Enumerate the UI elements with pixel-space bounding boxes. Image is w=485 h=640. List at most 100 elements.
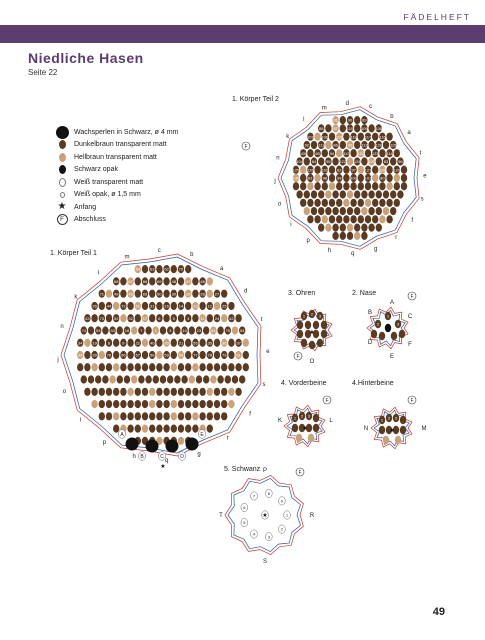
bead — [134, 412, 141, 421]
tail-letter-T: T — [219, 513, 223, 519]
edge-letter-t: t — [420, 150, 422, 156]
bead — [336, 173, 343, 183]
bead — [296, 320, 304, 330]
bead — [185, 289, 192, 298]
bead — [217, 326, 224, 335]
bead — [228, 314, 235, 323]
bead — [213, 399, 221, 409]
bead — [167, 326, 174, 335]
bead — [87, 375, 95, 384]
bead — [113, 338, 120, 347]
bead — [400, 182, 408, 191]
bead-number: 116 — [379, 134, 386, 139]
bead — [399, 415, 407, 425]
bead — [235, 350, 242, 360]
bead — [325, 206, 332, 216]
bead-number: 54 — [240, 328, 245, 333]
bead — [127, 277, 134, 286]
bead — [343, 182, 350, 191]
bead — [300, 311, 308, 321]
bead-number: 42 — [229, 316, 234, 321]
bead — [206, 289, 213, 298]
bead — [372, 132, 379, 141]
bead — [120, 301, 127, 311]
page-subtitle: Seite 22 — [28, 68, 58, 77]
ear-letter-O: O — [310, 359, 315, 365]
bead — [221, 350, 228, 360]
bead — [98, 301, 106, 311]
bead — [199, 338, 206, 347]
bead-number: 43 — [85, 316, 90, 321]
white-bead — [250, 529, 258, 539]
bead — [116, 375, 124, 384]
bead — [221, 301, 228, 311]
bead-number: 38 — [78, 353, 83, 358]
bead-number: 12 — [208, 304, 213, 309]
bead — [304, 329, 312, 339]
bead — [386, 198, 393, 207]
front-legs-label: 4. Vorderbeine — [281, 380, 327, 387]
bead-number: 125 — [293, 167, 300, 172]
tail-letter-R: R — [310, 513, 315, 519]
bead — [113, 412, 120, 421]
bead — [195, 375, 203, 384]
circled-f-icon — [407, 291, 417, 301]
bead — [328, 215, 336, 224]
bead — [199, 289, 206, 298]
bead-number: 9 — [281, 498, 284, 503]
bead — [375, 157, 382, 166]
bead-number: 102 — [321, 167, 328, 172]
bead — [210, 326, 217, 335]
bead — [307, 149, 314, 158]
bead — [185, 301, 192, 311]
bead — [242, 363, 249, 372]
bead-number: 1 — [381, 418, 384, 423]
bead — [213, 338, 221, 347]
bead — [354, 190, 361, 199]
bead — [174, 326, 181, 335]
bead — [332, 223, 339, 232]
bead-number: 3 — [319, 314, 322, 319]
white-bead — [240, 503, 248, 512]
bead — [141, 399, 149, 409]
circled-f-icon — [241, 141, 251, 151]
bead — [199, 314, 206, 323]
bead — [235, 387, 242, 396]
bead-number: 20 — [164, 340, 169, 345]
bead — [308, 309, 316, 319]
bead — [332, 124, 339, 133]
circled-f-icon — [407, 395, 417, 405]
bead — [123, 326, 131, 335]
bead — [170, 301, 177, 311]
legend-item: Hellbraun transparent matt — [54, 151, 178, 164]
bead — [177, 424, 185, 433]
bead-number: 108 — [375, 126, 382, 131]
bead — [374, 319, 382, 329]
bead — [310, 157, 318, 166]
wax-pearl-bead — [145, 439, 159, 453]
bead — [177, 301, 185, 311]
bead — [291, 413, 299, 423]
bead-number: 110 — [347, 126, 354, 131]
bead — [392, 425, 400, 435]
bead-number: 90 — [348, 118, 353, 123]
bead — [320, 329, 328, 339]
circled-f-icon: F — [54, 214, 70, 226]
edge-letter-i: i — [80, 418, 81, 424]
bead-number: 117 — [365, 134, 372, 139]
bead — [170, 350, 177, 360]
bead — [149, 350, 156, 360]
bead — [368, 140, 375, 150]
bead — [368, 157, 375, 166]
bead — [149, 363, 156, 372]
legend-item: Dunkelbraun transparent matt — [54, 139, 178, 152]
bead — [156, 265, 163, 274]
bead — [185, 412, 192, 421]
edge-letter-d: d — [346, 101, 349, 107]
bead — [354, 206, 361, 216]
star-icon: ★ — [385, 327, 390, 334]
bead — [120, 338, 127, 347]
bead-number: 2 — [388, 416, 391, 421]
bead — [382, 157, 390, 166]
header-section-label: FÄDELHEFT — [403, 12, 471, 22]
